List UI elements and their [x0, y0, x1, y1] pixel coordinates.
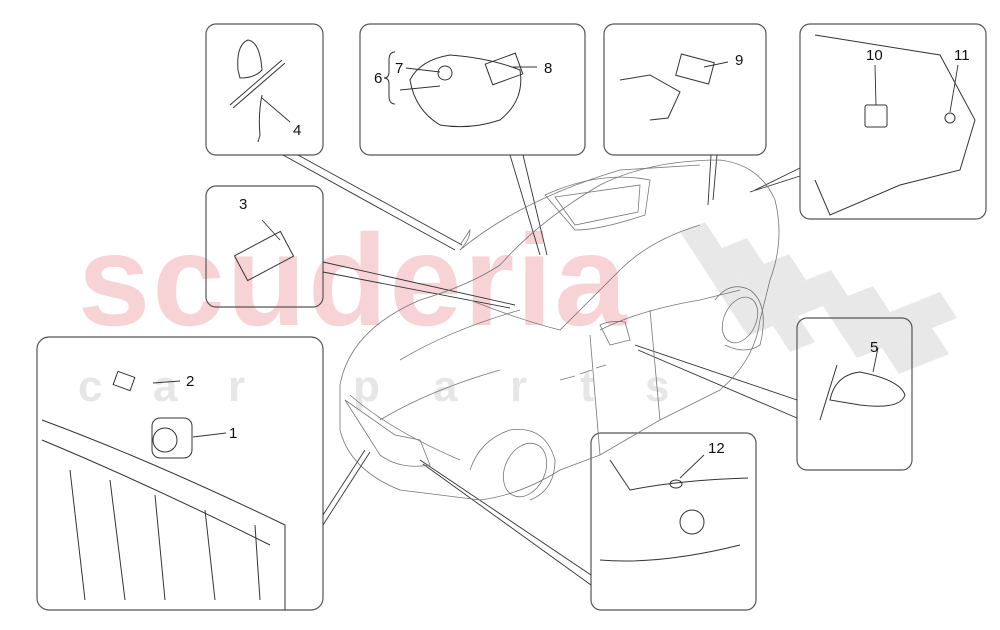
callout-10: 10 [866, 47, 883, 64]
callout-8: 8 [544, 60, 553, 77]
panel-rear-radar [799, 23, 987, 220]
panel-front-bumper-sensor [590, 432, 757, 611]
callout-4: 4 [293, 122, 302, 139]
callout-12: 12 [708, 440, 725, 457]
callout-9: 9 [735, 52, 744, 69]
callout-3: 3 [239, 196, 248, 213]
panel-front-grille-radar [36, 336, 324, 611]
panel-roof-module [603, 23, 767, 156]
callout-2: 2 [186, 373, 195, 390]
callout-7: 7 [395, 60, 404, 77]
callout-6: 6 [374, 70, 383, 87]
panel-overhead-console [359, 23, 586, 156]
checkered-flag-watermark [680, 222, 957, 374]
panel-interior-mirror [205, 23, 324, 156]
vehicle-outline [339, 159, 780, 501]
panel-control-module [205, 185, 324, 308]
group-bracket-6 [383, 51, 396, 105]
panel-side-mirror [796, 317, 913, 471]
callout-1: 1 [229, 425, 238, 442]
callout-11: 11 [954, 47, 970, 64]
callout-5: 5 [870, 339, 879, 356]
